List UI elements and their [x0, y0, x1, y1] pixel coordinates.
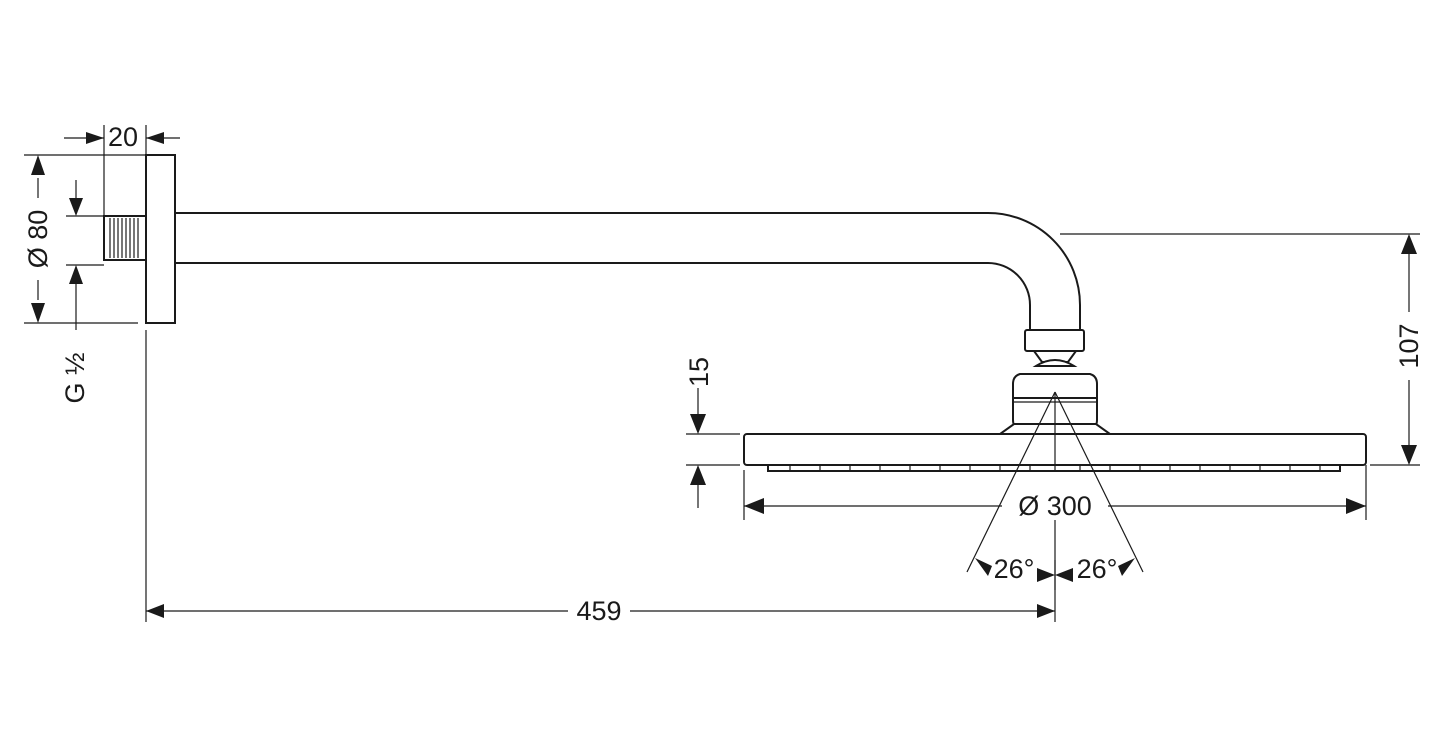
head-height-label: 15 — [684, 357, 714, 387]
dimension-thread: G ½ — [60, 180, 104, 404]
thread-connector — [103, 215, 147, 261]
dimension-flange-diameter: Ø 80 — [23, 154, 146, 324]
thread-label: G ½ — [60, 352, 90, 403]
head-diameter-label: Ø 300 — [1018, 491, 1092, 521]
wall-flange — [145, 154, 176, 324]
spray-angle-right-label: 26° — [1077, 554, 1118, 584]
spray-angle-left-label: 26° — [994, 554, 1035, 584]
dimension-arm-drop: 107 — [1060, 233, 1424, 466]
flange-thickness-label: 20 — [108, 122, 138, 152]
flange-diameter-label: Ø 80 — [23, 210, 53, 269]
shower-arm — [174, 212, 1081, 331]
ball-joint — [996, 329, 1114, 435]
dimension-head-height: 15 — [684, 357, 740, 508]
arm-drop-label: 107 — [1394, 323, 1424, 368]
dimension-head-diameter: Ø 300 — [743, 465, 1367, 521]
arm-projection-label: 459 — [576, 596, 621, 626]
dimension-arm-projection: 459 — [145, 330, 1056, 626]
spray-angle: 26° 26° — [966, 391, 1144, 590]
dimension-flange-thickness: 20 — [64, 122, 180, 216]
